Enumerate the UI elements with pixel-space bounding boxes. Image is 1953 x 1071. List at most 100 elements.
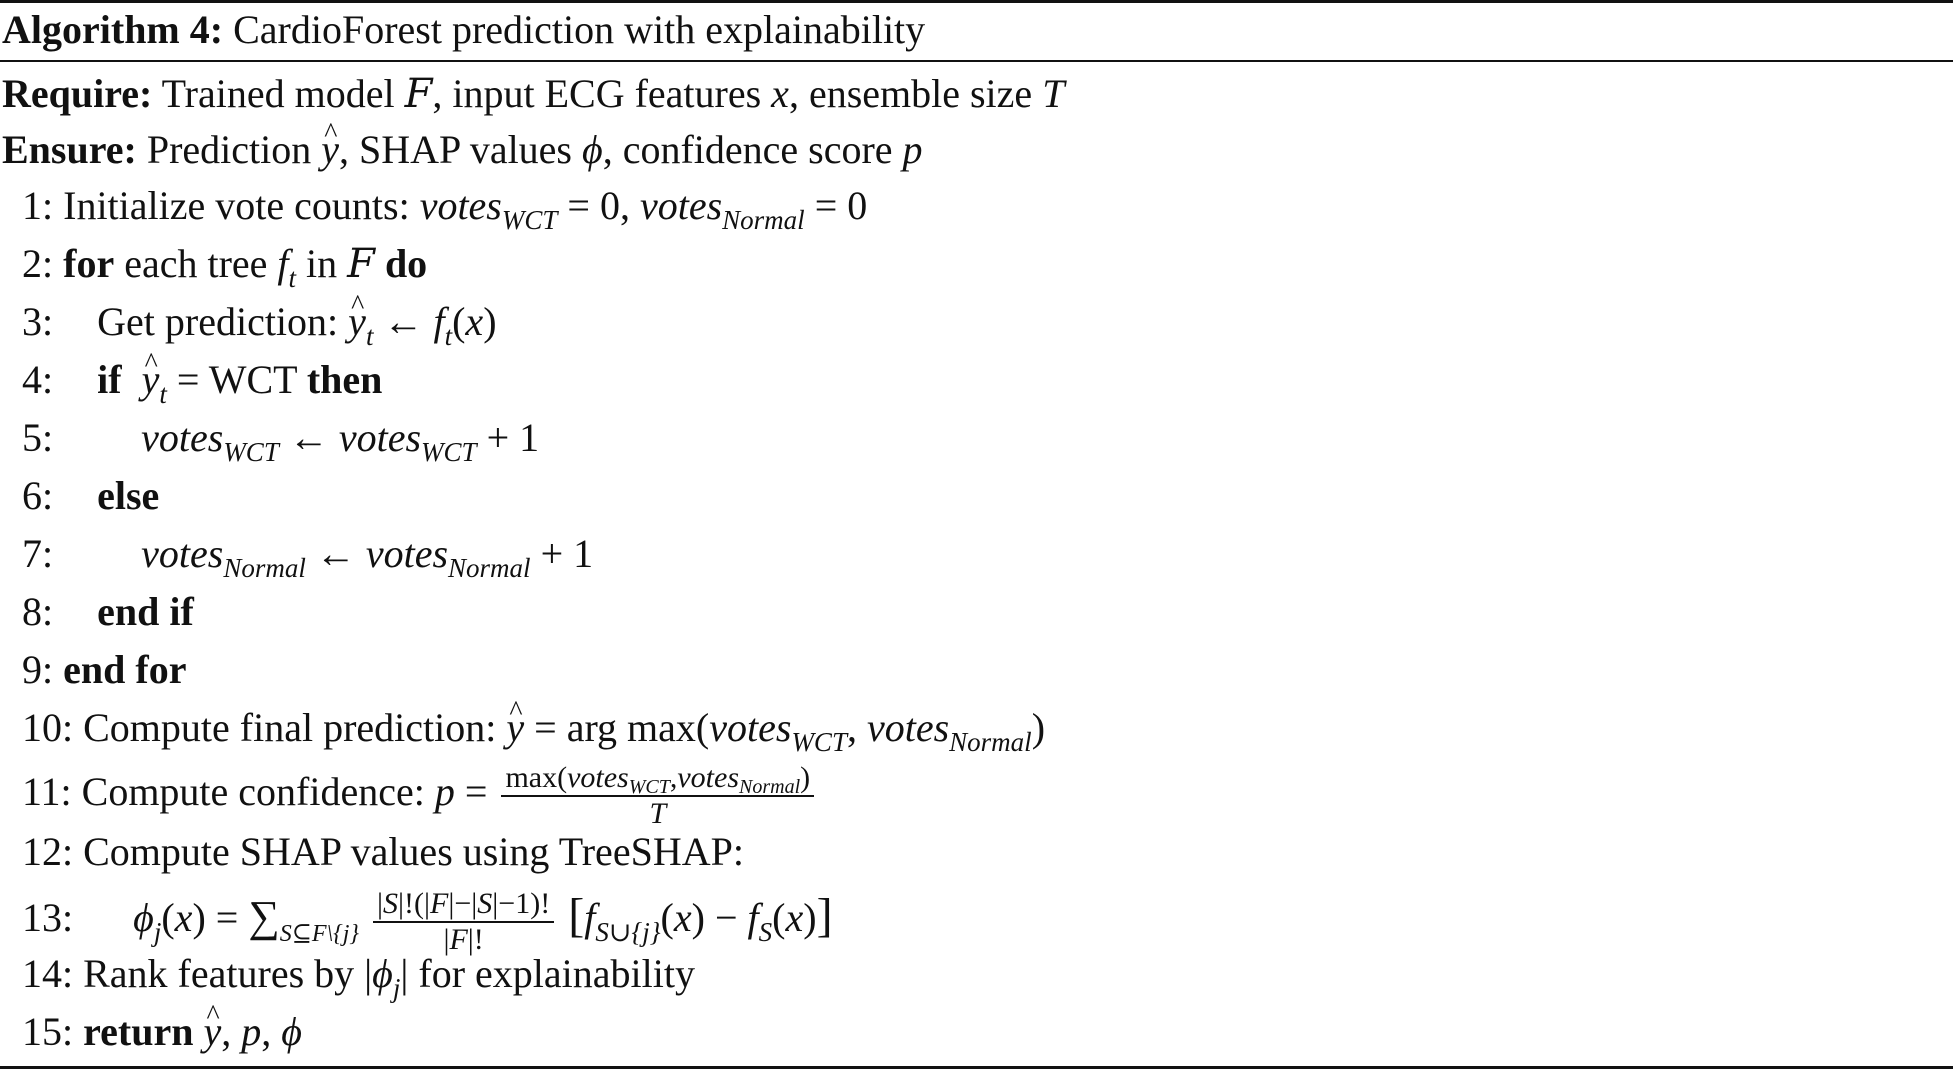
step-text: Compute SHAP values using TreeSHAP: [83, 829, 744, 874]
y-hat-symbol: y [142, 340, 160, 404]
votes-symbol: votes [141, 531, 224, 576]
algorithm-title: Algorithm 4: CardioForest prediction wit… [2, 6, 925, 54]
ensure-text: , SHAP values [339, 127, 572, 172]
votes-symbol: votes [338, 415, 422, 460]
subscript-wct: WCT [628, 776, 670, 798]
step-text: Get prediction: [97, 299, 339, 344]
p-symbol: p [241, 1009, 262, 1054]
subscript-normal: Normal [722, 205, 805, 235]
algorithm-label: Algorithm 4: [2, 7, 224, 52]
summation-symbol: ∑ [248, 892, 280, 942]
x-symbol: x [771, 71, 789, 116]
keyword-then: then [306, 357, 383, 402]
f-symbol: f [584, 895, 596, 941]
y-hat-symbol: y [348, 282, 366, 346]
step-number: 4: [22, 357, 54, 402]
keyword-end-if: end if [97, 589, 194, 634]
step-10: 10: Compute final prediction: y = arg ma… [22, 688, 1045, 756]
step-3: 3: Get prediction: yt ← ft(x) [22, 282, 497, 350]
votes-symbol: votes [866, 705, 950, 750]
step-text: each tree [124, 241, 268, 286]
ensure-text: Prediction [146, 127, 312, 172]
require-label: Require: [2, 71, 153, 116]
step-4: 4: if yt = WCT then [22, 340, 383, 408]
subscript-wct: WCT [791, 727, 847, 757]
step-1: 1: Initialize vote counts: votesWCT = 0,… [22, 183, 868, 235]
step-number: 11: [22, 769, 72, 815]
subscript-s-union-j: S∪{j} [595, 917, 661, 948]
keyword-in: in [306, 241, 338, 286]
keyword-do: do [384, 241, 428, 286]
step-number: 10: [22, 705, 74, 750]
step-text: Compute final prediction: [83, 705, 497, 750]
f-symbol: f [277, 241, 289, 286]
step-number: 9: [22, 647, 54, 692]
bottom-rule [0, 1066, 1953, 1069]
close-bracket: ] [816, 889, 833, 943]
y-hat-symbol: y [203, 992, 221, 1056]
step-text: for explainability [418, 951, 695, 996]
step-number: 1: [22, 183, 54, 228]
subscript-normal: Normal [448, 553, 531, 583]
votes-symbol: votes [419, 183, 502, 228]
step-number: 13: [22, 895, 74, 941]
step-14: 14: Rank features by |ϕj| for explainabi… [22, 951, 695, 1003]
subscript-j: j [153, 917, 162, 948]
phi-symbol: ϕ [582, 127, 603, 172]
keyword-for: for [63, 241, 115, 286]
f-symbol: f [433, 299, 445, 344]
summation-subscript: S⊆F\{j} [279, 921, 360, 948]
step-11: 11: Compute confidence: p = max(votesWCT… [22, 762, 818, 830]
step-number: 15: [22, 1009, 74, 1054]
phi-symbol: ϕ [281, 1009, 302, 1054]
model-symbol: F [404, 71, 433, 117]
keyword-end-for: end for [63, 647, 187, 692]
subscript-t: t [444, 321, 453, 351]
one: 1 [573, 531, 594, 576]
step-number: 14: [22, 951, 74, 996]
votes-symbol: votes [365, 531, 449, 576]
step-13: 13: ϕj(x) = ∑S⊆F\{j} |S|!(|F|−|S|−1)! |F… [22, 887, 833, 956]
step-number: 5: [22, 415, 54, 460]
x-symbol: x [673, 895, 692, 941]
votes-symbol: votes [567, 761, 629, 794]
step-5: 5: votesWCT ← votesWCT + 1 [22, 415, 540, 467]
fraction-denominator: T [649, 797, 667, 830]
step-15: 15: return y, p, ϕ [22, 992, 302, 1056]
phi-symbol: ϕ [133, 895, 154, 941]
open-bracket: [ [568, 889, 585, 943]
x-symbol: x [785, 895, 804, 941]
step-7: 7: votesNormal ← votesNormal + 1 [22, 531, 594, 583]
step-9: 9: end for [22, 646, 186, 694]
keyword-return: return [83, 1009, 194, 1054]
require-text: , ensemble size [788, 71, 1033, 116]
phi-symbol: ϕ [372, 951, 393, 996]
fraction-denominator: |F|! [443, 923, 484, 956]
subscript-j: j [392, 973, 401, 1003]
max-operator: max [505, 761, 558, 794]
ensure-text: , confidence score [602, 127, 893, 172]
step-number: 8: [22, 589, 54, 634]
subscript-normal: Normal [949, 727, 1032, 757]
shap-weight-fraction: |S|!(|F|−|S|−1)! |F|! [373, 888, 555, 956]
votes-symbol: votes [709, 705, 792, 750]
step-number: 7: [22, 531, 54, 576]
subscript-wct: WCT [501, 205, 558, 235]
require-text: Trained model [161, 71, 395, 116]
f-symbol: f [747, 895, 759, 941]
step-2: 2: for each tree ft in F do [22, 240, 428, 292]
one: 1 [519, 415, 540, 460]
y-hat-symbol: y [506, 688, 524, 752]
votes-symbol: votes [639, 183, 723, 228]
x-symbol: x [174, 895, 193, 941]
votes-symbol: votes [141, 415, 224, 460]
subscript-wct: WCT [421, 437, 477, 467]
step-6: 6: else [22, 472, 159, 520]
zero: 0 [847, 183, 868, 228]
wct-label: WCT [208, 357, 297, 402]
keyword-else: else [97, 473, 160, 518]
zero: 0 [599, 183, 620, 228]
ensure-line: Ensure: Prediction y, SHAP values ϕ, con… [2, 110, 923, 174]
p-symbol: p [902, 127, 923, 172]
step-text: Rank features by [83, 951, 355, 996]
